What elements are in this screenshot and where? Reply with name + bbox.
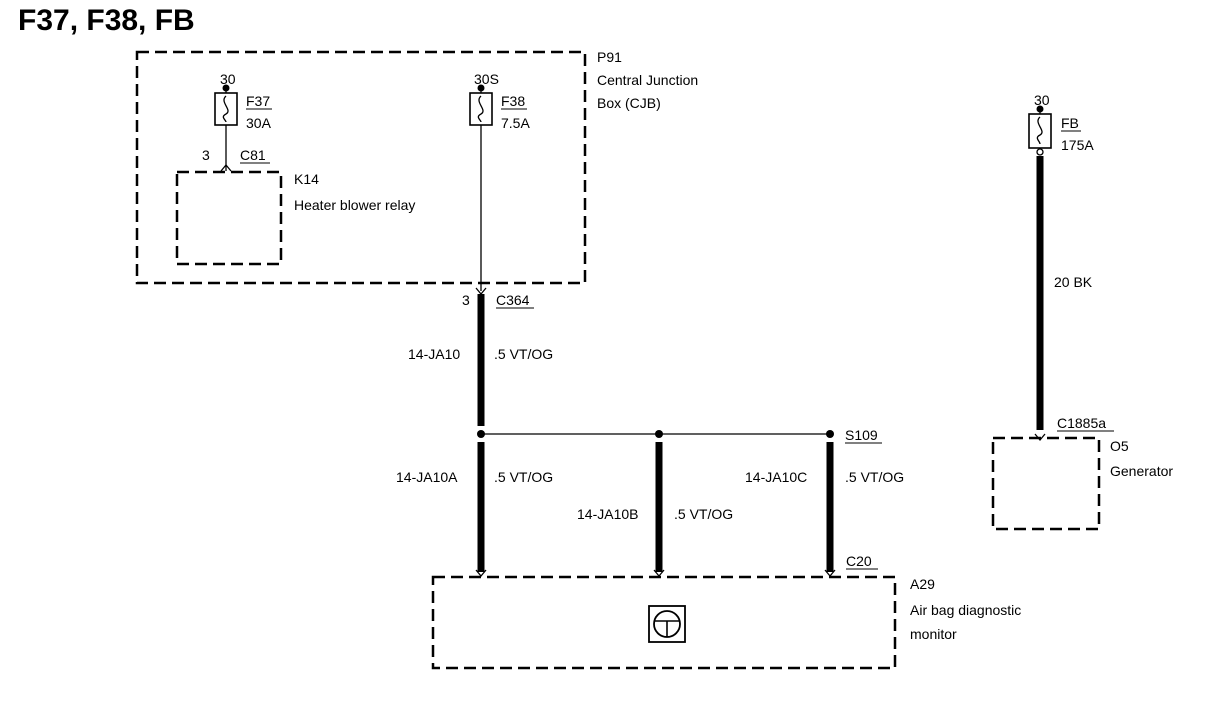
wire-ja10-spec: .5 VT/OG bbox=[494, 346, 553, 362]
wire-fb-spec: 20 BK bbox=[1054, 274, 1093, 290]
fuse-f37-rating: 30A bbox=[246, 115, 272, 131]
fuse-fb: 30 FB 175A bbox=[1028, 92, 1094, 153]
fuse-f38-body bbox=[469, 92, 493, 126]
cjb-box bbox=[135, 50, 587, 285]
wire-ja10a-circuit: 14-JA10A bbox=[396, 469, 458, 485]
wire-ja10b-spec: .5 VT/OG bbox=[674, 506, 733, 522]
fuse-fb-feed: 30 bbox=[1034, 92, 1050, 108]
connector-c81-pin: 3 bbox=[202, 147, 210, 163]
steering-wheel-icon bbox=[648, 605, 686, 643]
connector-c20-id: C20 bbox=[846, 553, 872, 569]
fuse-f37-element-icon bbox=[222, 95, 229, 123]
splice-node-3 bbox=[826, 430, 834, 438]
connector-c1885a-id: C1885a bbox=[1057, 415, 1106, 431]
fuse-fb-element-icon bbox=[1036, 116, 1043, 145]
cjb-name-line2: Box (CJB) bbox=[597, 95, 661, 111]
wire-ja10c-circuit: 14-JA10C bbox=[745, 469, 807, 485]
fuse-f38-element-icon bbox=[477, 95, 484, 123]
module-a29-box bbox=[431, 575, 897, 670]
generator-o5-id: O5 bbox=[1110, 438, 1129, 454]
wire-ja10a-spec: .5 VT/OG bbox=[494, 469, 553, 485]
fuse-f38-feed: 30S bbox=[474, 71, 499, 87]
wire-ja10b-circuit: 14-JA10B bbox=[577, 506, 638, 522]
connector-c81-id: C81 bbox=[240, 147, 266, 163]
fuse-f37-name: F37 bbox=[246, 93, 270, 109]
splice-node-2 bbox=[655, 430, 663, 438]
cjb-name-line1: Central Junction bbox=[597, 72, 698, 88]
module-a29-id: A29 bbox=[910, 576, 935, 592]
generator-o5-box bbox=[991, 436, 1101, 531]
module-a29-name-line2: monitor bbox=[910, 626, 957, 642]
connector-c81-pin-icon bbox=[220, 163, 232, 172]
connector-c364-id: C364 bbox=[496, 292, 530, 308]
wire-ja10-circuit: 14-JA10 bbox=[408, 346, 460, 362]
splice-s109-id: S109 bbox=[845, 427, 878, 443]
fuse-fb-body bbox=[1028, 113, 1052, 149]
connector-c1885a-pin-icon bbox=[1034, 433, 1046, 442]
fuse-fb-name: FB bbox=[1061, 115, 1079, 131]
fuse-fb-terminal bbox=[1036, 148, 1044, 156]
generator-o5-name: Generator bbox=[1110, 463, 1173, 479]
fuse-fb-rating: 175A bbox=[1061, 137, 1094, 153]
module-a29-name-line1: Air bag diagnostic bbox=[910, 602, 1021, 618]
cjb-id: P91 bbox=[597, 49, 622, 65]
relay-k14-id: K14 bbox=[294, 171, 319, 187]
connector-c364-pin: 3 bbox=[462, 292, 470, 308]
relay-k14-name: Heater blower relay bbox=[294, 197, 415, 213]
fuse-f38-name: F38 bbox=[501, 93, 525, 109]
splice-node-1 bbox=[477, 430, 485, 438]
fuse-f37-feed: 30 bbox=[220, 71, 236, 87]
diagram-title: F37, F38, FB bbox=[18, 4, 195, 37]
fuse-f37: 30 F37 30A 3 C81 bbox=[202, 71, 272, 172]
relay-k14-box bbox=[175, 170, 283, 266]
fuse-f38: 30S F38 7.5A bbox=[469, 71, 530, 291]
wire-ja10c-spec: .5 VT/OG bbox=[845, 469, 904, 485]
fuse-f38-rating: 7.5A bbox=[501, 115, 530, 131]
fuse-f37-body bbox=[214, 92, 238, 126]
